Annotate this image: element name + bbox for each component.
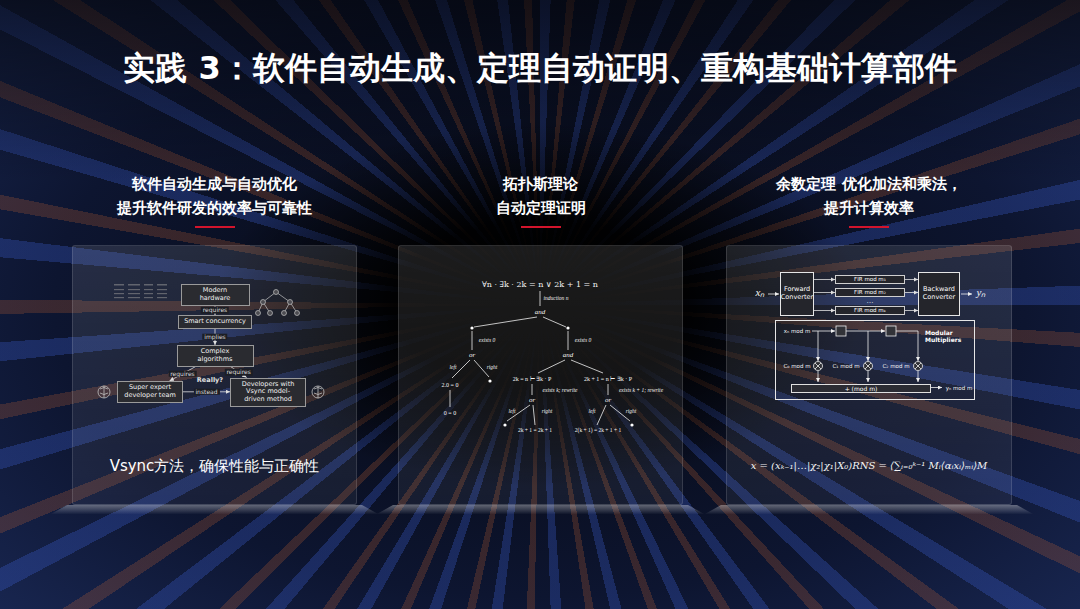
- rule-label: exists k + 1; rewrite: [619, 387, 663, 393]
- box-label: Developers with Vsync model-driven metho…: [236, 381, 300, 404]
- block-title: Modular Multipliers: [925, 329, 971, 343]
- signal-label: C₁ mod m: [832, 363, 859, 369]
- accent-bar: [521, 226, 561, 228]
- box-label: Super expert developer team: [123, 384, 177, 400]
- panel-heading: 拓扑斯理论 自动定理证明: [481, 172, 601, 220]
- filter-box: FIR mod mₖ: [835, 306, 905, 315]
- edge-label: requires: [201, 307, 229, 314]
- process-box: Complex algorithms: [177, 345, 254, 367]
- signal-label: C₀ mod m: [783, 363, 810, 369]
- branch-label: left: [508, 408, 515, 414]
- rule-label: exists 0: [479, 337, 495, 343]
- branch-label: right: [487, 364, 498, 370]
- filter-box: FIR mod m₂: [835, 288, 905, 297]
- signal-label: C₂ mod m: [882, 363, 909, 369]
- ellipsis-label: …: [867, 297, 874, 305]
- box-label: + (mod m): [792, 385, 930, 392]
- accent-bar: [849, 226, 889, 228]
- edge-label: implies: [202, 334, 227, 341]
- connective-label: and: [563, 351, 574, 359]
- process-box: Smart concurrency: [178, 315, 252, 329]
- box-label: Modern hardware: [187, 287, 244, 303]
- connective-label: or: [469, 351, 475, 359]
- term-label: 2k + 1 = n ⊢ ∃k · P: [584, 376, 632, 383]
- rule-label: induction n: [544, 295, 569, 301]
- panel-card: 余数定理 优化加法和乘法，提升计算效率Forward ConverterFIR …: [726, 165, 1012, 510]
- connective-label: or: [605, 396, 611, 404]
- signal-label: xₙ mod m: [784, 328, 811, 334]
- connective-label: or: [529, 396, 535, 404]
- rule-label: exists 0: [575, 337, 591, 343]
- edge-label: requires: [168, 371, 196, 378]
- branch-label: left: [449, 364, 456, 370]
- box-label: Forward Converter: [781, 286, 813, 302]
- signal-label: yₙ mod m: [946, 385, 973, 391]
- term-label: 2(k + 1) = 2k + 1 + 1: [575, 427, 621, 433]
- panel-card: 拓扑斯理论 自动定理证明: [398, 165, 683, 510]
- box-label: Smart concurrency: [184, 318, 246, 326]
- box-label: Complex algorithms: [183, 348, 248, 364]
- box-label: FIR mod m₁: [836, 276, 904, 283]
- process-box: Super expert developer team: [117, 381, 183, 403]
- process-box: Developers with Vsync model-driven metho…: [230, 378, 306, 407]
- panel-heading: 软件自动生成与自动优化 提升软件研发的效率与可靠性: [105, 172, 325, 220]
- connective-label: and: [535, 308, 546, 316]
- edge-label: instead: [193, 389, 219, 396]
- branch-label: left: [588, 408, 595, 414]
- note-label: Really?: [197, 377, 223, 384]
- panel-caption: Vsync方法，确保性能与正确性: [72, 456, 357, 476]
- term-label: 2k = n ⊢ ∃k · P: [513, 376, 552, 383]
- edge-label: requires: [224, 369, 252, 376]
- process-box: Modern hardware: [181, 284, 250, 306]
- adder-box: + (mod m): [791, 384, 931, 393]
- panel-heading: 余数定理 优化加法和乘法，提升计算效率: [749, 172, 989, 220]
- branch-label: right: [626, 408, 637, 414]
- branch-label: right: [542, 408, 553, 414]
- accent-bar: [195, 226, 235, 228]
- box-label: FIR mod m₂: [836, 289, 904, 296]
- signal-label: yₙ: [977, 286, 986, 299]
- glow-plate: [51, 505, 1033, 514]
- filter-box: FIR mod m₁: [835, 275, 905, 284]
- slide-title: 实践 3：软件自动生成、定理自动证明、重构基础计算部件: [0, 44, 1080, 92]
- term-label: 2.0 = 0: [442, 382, 459, 389]
- formula-label: x = (xₖ₋₁|…|χ₂|χ₁|X₀)RNS = ⟨∑ᵢ₌₀ᵏ⁻¹ Mᵢ⟨α…: [751, 460, 988, 472]
- box-label: Backward Converter: [919, 286, 959, 302]
- converter-box: Backward Converter: [918, 272, 960, 316]
- signal-label: xₙ: [756, 286, 765, 299]
- term-label: 2k + 1 = 2k + 1: [518, 427, 552, 433]
- converter-box: Forward Converter: [780, 272, 814, 316]
- formula-label: ∀n · ∃k · 2k = n ∨ 2k + 1 = n: [482, 280, 598, 289]
- rule-label: exists k; rewrite: [543, 387, 578, 393]
- term-label: 0 = 0: [444, 410, 456, 417]
- box-label: FIR mod mₖ: [836, 307, 904, 314]
